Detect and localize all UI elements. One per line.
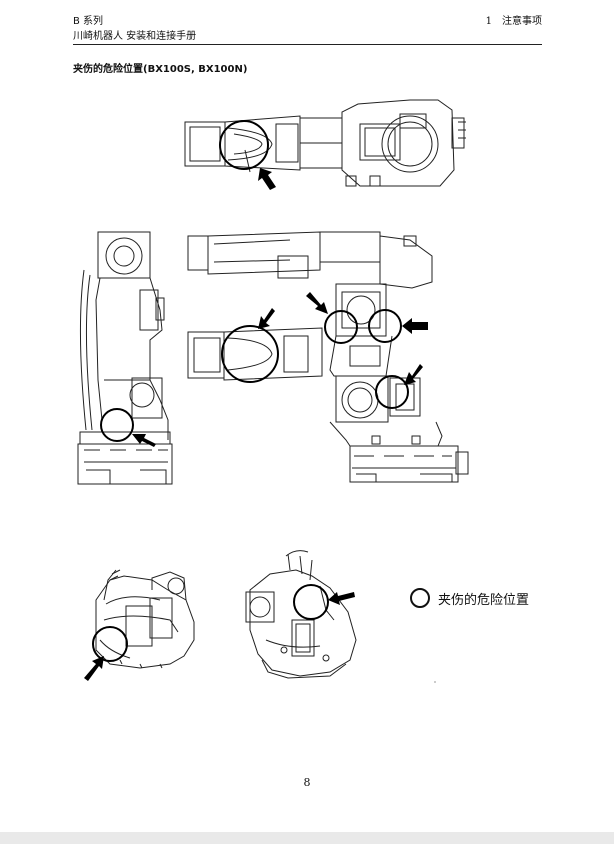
arrow-icon bbox=[258, 308, 275, 329]
arrow-icon bbox=[258, 168, 276, 190]
robot-side-view bbox=[77, 231, 173, 485]
legend: 夹伤的危险位置 bbox=[410, 585, 529, 611]
section-title: 夹伤的危险位置(BX100S, BX100N) bbox=[73, 64, 248, 75]
chapter-title: 注意事项 bbox=[502, 16, 542, 27]
robot-perspective-center bbox=[245, 550, 357, 679]
page-number: 8 bbox=[303, 776, 311, 789]
hazard-circle bbox=[92, 626, 128, 662]
pointer-arrows bbox=[84, 168, 428, 681]
legend-label: 夹伤的危险位置 bbox=[438, 592, 530, 608]
hazard-markers bbox=[92, 120, 409, 662]
viewer-bottom-strip bbox=[0, 832, 614, 844]
hazard-circle bbox=[375, 375, 409, 409]
manual-title: 川崎机器人 安装和连接手册 bbox=[73, 31, 197, 42]
robot-front-view bbox=[187, 231, 469, 483]
hazard-circle bbox=[324, 310, 358, 344]
circle-icon bbox=[410, 588, 430, 608]
arrow-icon bbox=[84, 656, 104, 681]
arrow-icon bbox=[404, 364, 423, 385]
header-right: 1 注意事项 bbox=[486, 14, 542, 29]
arrow-icon bbox=[306, 292, 328, 314]
hazard-circle bbox=[293, 584, 329, 620]
series-label: B 系列 bbox=[73, 16, 104, 27]
hazard-circle bbox=[100, 408, 134, 442]
arrow-icon bbox=[132, 434, 156, 447]
robot-top-view bbox=[184, 99, 466, 187]
header-left: B 系列 川崎机器人 安装和连接手册 bbox=[73, 14, 196, 44]
robot-perspective-left bbox=[95, 569, 195, 669]
chapter-number: 1 bbox=[485, 16, 492, 27]
hazard-circle bbox=[368, 309, 402, 343]
hazard-circle bbox=[221, 325, 279, 383]
arrow-icon bbox=[328, 592, 355, 605]
arrow-icon bbox=[402, 318, 428, 334]
hazard-circle bbox=[219, 120, 269, 170]
header-divider bbox=[73, 44, 542, 45]
